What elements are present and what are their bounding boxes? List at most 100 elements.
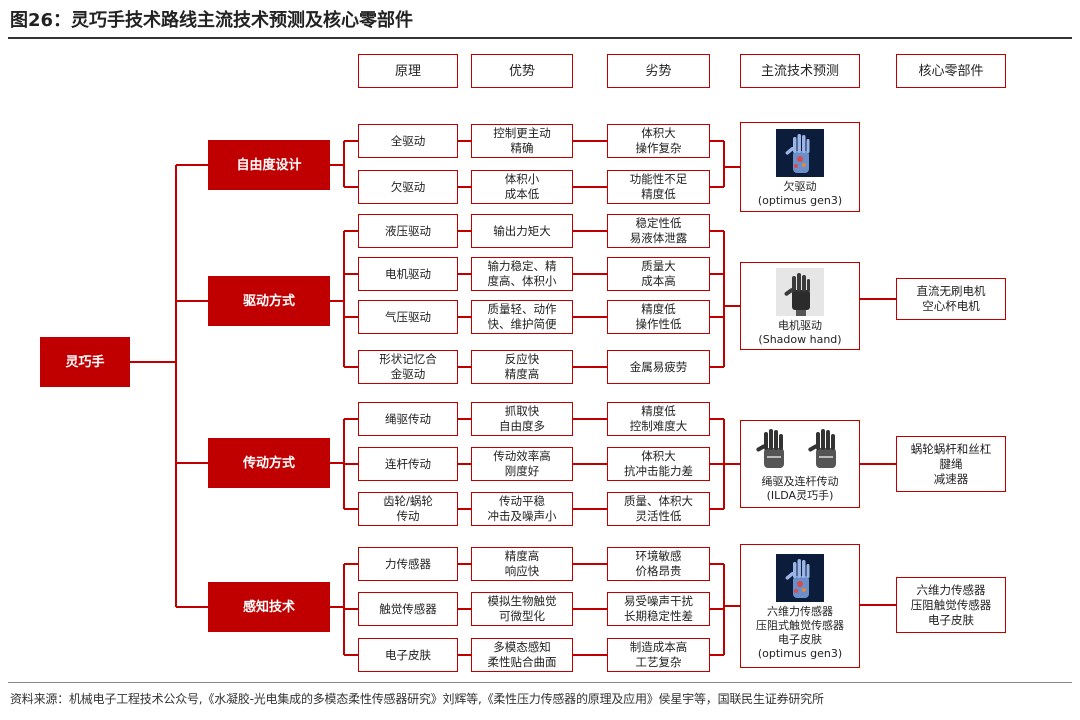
- title-divider: [8, 37, 1072, 39]
- prediction-box: 六维力传感器压阻式触觉传感器电子皮肤(optimus gen3): [740, 544, 860, 668]
- prediction-caption: (optimus gen3): [757, 193, 843, 207]
- column-header: 主流技术预测: [740, 54, 860, 88]
- column-header-label: 原理: [394, 63, 421, 79]
- prediction-caption: 压阻式触觉传感器: [756, 618, 844, 632]
- robot-hand-icon: [776, 128, 824, 177]
- disadvantage-box: 稳定性低易液体泄露: [607, 214, 710, 248]
- disadvantage-text: 金属易疲劳: [629, 359, 688, 374]
- principle-text: 欠驱动: [390, 179, 426, 194]
- components-box: 六维力传感器压阻触觉传感器电子皮肤: [896, 577, 1006, 633]
- advantage-box: 反应快精度高: [471, 350, 573, 384]
- prediction-caption: (Shadow hand): [758, 332, 842, 346]
- advantage-text: 反应快: [504, 352, 540, 366]
- advantage-text: 抓取快: [504, 404, 540, 418]
- advantage-box: 传动效率高刚度好: [471, 447, 573, 481]
- principle-box: 全驱动: [358, 124, 458, 158]
- advantage-text: 冲击及噪声小: [487, 509, 557, 523]
- principle-box: 电子皮肤: [358, 638, 458, 672]
- disadvantage-box: 精度低操作性低: [607, 300, 710, 334]
- column-header-label: 劣势: [645, 63, 672, 79]
- disadvantage-text: 灵活性低: [635, 509, 682, 523]
- principle-text: 电机驱动: [385, 266, 431, 281]
- component-text: 直流无刷电机: [916, 284, 986, 298]
- component-text: 腱绳: [939, 456, 963, 471]
- advantage-text: 自由度多: [499, 419, 545, 433]
- prediction-box: 欠驱动(optimus gen3): [740, 122, 860, 212]
- disadvantage-text: 工艺复杂: [635, 655, 682, 669]
- advantage-box: 控制更主动精确: [471, 124, 573, 158]
- principle-box: 气压驱动: [358, 300, 458, 334]
- column-header-label: 主流技术预测: [760, 63, 839, 79]
- advantage-text: 柔性贴合曲面: [487, 655, 557, 669]
- figure-title: 图26：灵巧手技术路线主流技术预测及核心零部件: [10, 10, 414, 31]
- prediction-caption: 绳驱及连杆传动: [761, 474, 839, 488]
- disadvantage-text: 稳定性低: [635, 216, 682, 230]
- advantage-text: 可微型化: [499, 609, 545, 623]
- group-node-label: 传动方式: [242, 455, 295, 471]
- prediction-caption: 电子皮肤: [778, 632, 822, 646]
- component-text: 电子皮肤: [928, 612, 974, 627]
- disadvantage-text: 精度低: [641, 302, 676, 316]
- prediction-box: 电机驱动(Shadow hand): [740, 262, 860, 350]
- advantage-box: 传动平稳冲击及噪声小: [471, 492, 573, 526]
- column-header-label: 核心零部件: [918, 63, 984, 79]
- advantage-text: 控制更主动: [493, 126, 551, 140]
- disadvantage-text: 环境敏感: [635, 549, 682, 563]
- principle-text: 力传感器: [385, 556, 431, 571]
- disadvantage-text: 精度低: [641, 187, 676, 201]
- disadvantage-text: 功能性不足: [629, 172, 688, 186]
- disadvantage-text: 操作复杂: [635, 141, 682, 155]
- ilda-hands-icon: [756, 428, 836, 468]
- column-header: 原理: [358, 54, 458, 88]
- advantage-text: 多模态感知: [493, 640, 551, 654]
- advantage-box: 模拟生物触觉可微型化: [471, 592, 573, 626]
- root-node: 灵巧手: [40, 337, 130, 387]
- advantage-text: 输力稳定、精: [487, 259, 557, 273]
- advantage-box: 精度高响应快: [471, 547, 573, 581]
- advantage-text: 成本低: [504, 187, 540, 201]
- group-node: 驱动方式: [208, 276, 330, 326]
- advantage-box: 抓取快自由度多: [471, 402, 573, 436]
- advantage-text: 精确: [510, 141, 534, 155]
- principle-text: 传动: [396, 509, 420, 523]
- principle-text: 全驱动: [390, 133, 426, 148]
- disadvantage-box: 功能性不足精度低: [607, 170, 710, 204]
- advantage-text: 精度高: [504, 367, 540, 381]
- principle-box: 连杆传动: [358, 447, 458, 481]
- disadvantage-text: 抗冲击能力差: [624, 464, 693, 478]
- principle-text: 连杆传动: [385, 456, 431, 471]
- column-header-label: 优势: [508, 63, 535, 79]
- principle-box: 力传感器: [358, 547, 458, 581]
- source-note: 资料来源：机械电子工程技术公众号,《水凝胶-光电集成的多模态柔性传感器研究》刘辉…: [10, 692, 824, 706]
- component-text: 压阻触觉传感器: [910, 597, 992, 612]
- robot-hand-icon: [776, 553, 824, 602]
- advantage-text: 质量轻、动作: [487, 302, 557, 316]
- prediction-caption: 六维力传感器: [767, 604, 833, 618]
- disadvantage-box: 环境敏感价格昂贵: [607, 547, 710, 581]
- column-header: 核心零部件: [896, 54, 1006, 88]
- disadvantage-box: 金属易疲劳: [607, 350, 710, 384]
- footer-divider: [8, 682, 1072, 683]
- disadvantage-text: 长期稳定性差: [624, 609, 693, 623]
- advantage-box: 输力稳定、精度高、体积小: [471, 257, 573, 291]
- advantage-text: 响应快: [504, 564, 540, 578]
- disadvantage-box: 精度低控制难度大: [607, 402, 710, 436]
- root-node-label: 灵巧手: [65, 354, 105, 370]
- advantage-box: 体积小成本低: [471, 170, 573, 204]
- disadvantage-text: 质量、体积大: [624, 494, 693, 508]
- group-node: 感知技术: [208, 582, 330, 632]
- principle-text: 绳驱传动: [385, 411, 431, 426]
- advantage-text: 刚度好: [504, 464, 540, 478]
- advantage-box: 输出力矩大: [471, 214, 573, 248]
- prediction-caption: 欠驱动: [783, 179, 817, 193]
- advantage-box: 质量轻、动作快、维护简便: [471, 300, 573, 334]
- component-text: 蜗轮蜗杆和丝杠: [910, 441, 992, 456]
- disadvantage-text: 成本高: [641, 274, 676, 288]
- group-node: 自由度设计: [208, 140, 330, 190]
- advantage-text: 传动平稳: [499, 494, 545, 508]
- advantage-box: 多模态感知柔性贴合曲面: [471, 638, 573, 672]
- column-header: 劣势: [607, 54, 710, 88]
- disadvantage-box: 制造成本高工艺复杂: [607, 638, 710, 672]
- principle-text: 触觉传感器: [379, 601, 437, 616]
